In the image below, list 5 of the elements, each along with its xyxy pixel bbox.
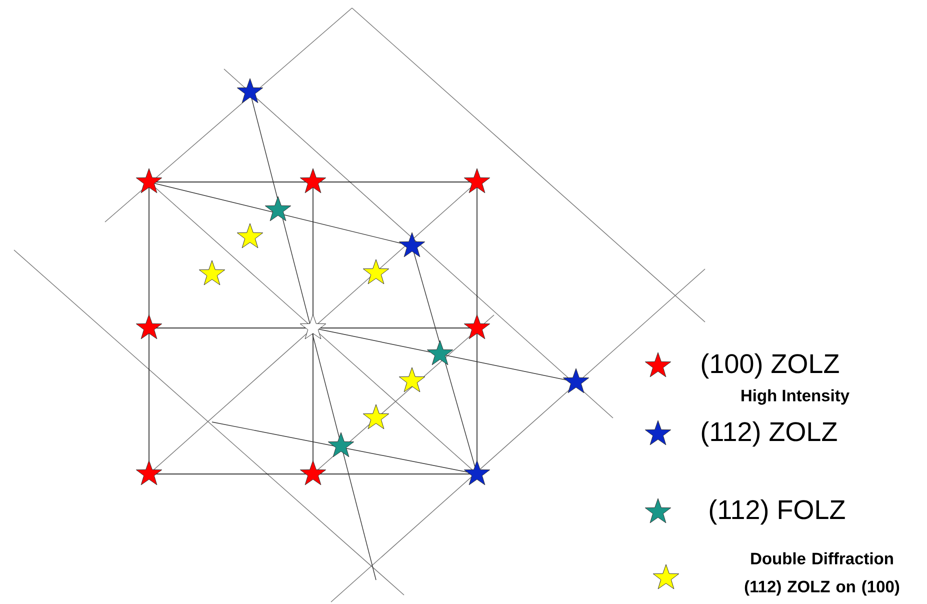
legend-label: Double Diffraction (112) ZOLZ on (100) bbox=[744, 552, 900, 596]
legend-label: (112) FOLZ bbox=[710, 499, 845, 525]
note-label: High Intensity bbox=[742, 389, 850, 405]
legend-label: (112) ZOLZ bbox=[702, 421, 837, 447]
legend-label: (100) ZOLZ bbox=[702, 353, 839, 379]
